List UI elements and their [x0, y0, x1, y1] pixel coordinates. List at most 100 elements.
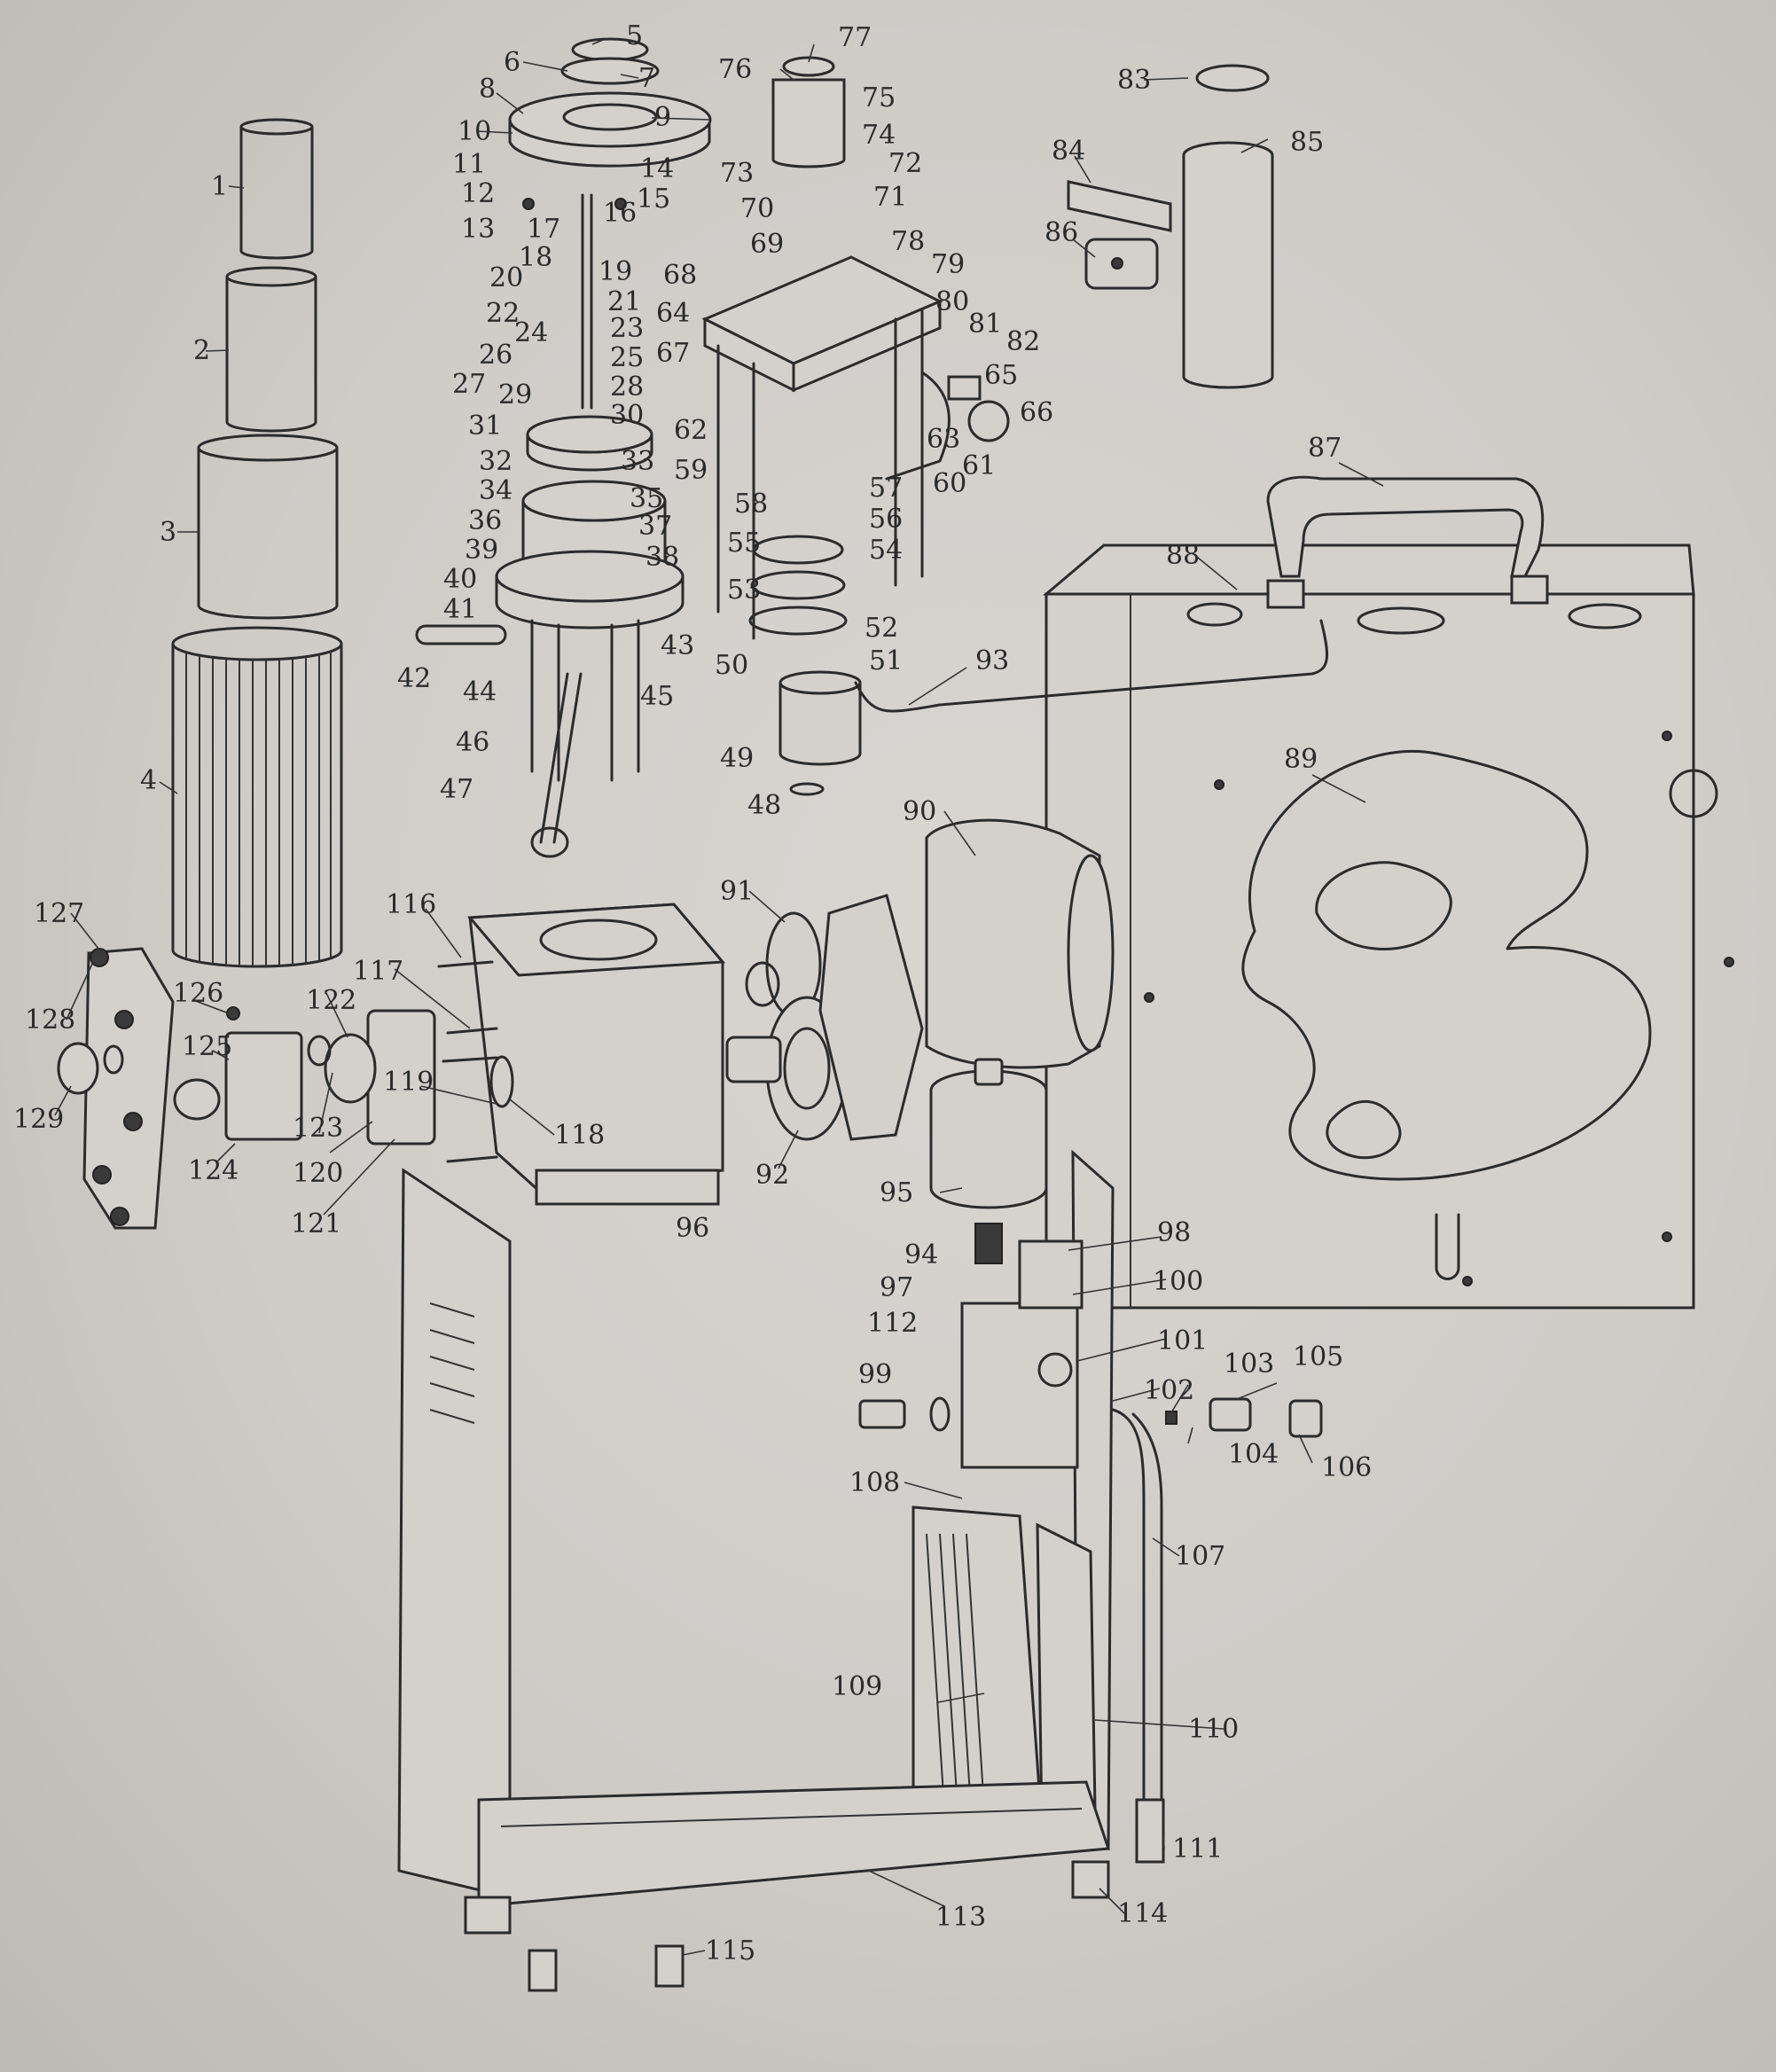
callout-2: 2: [193, 335, 210, 366]
callout-69: 69: [750, 229, 784, 260]
callout-90: 90: [903, 796, 936, 827]
oil-cup-assembly: [1067, 64, 1274, 389]
callout-24: 24: [514, 317, 548, 348]
callout-1: 1: [211, 171, 228, 202]
sleeve-2: [225, 266, 317, 433]
callout-84: 84: [1052, 136, 1085, 167]
motor-90: [925, 818, 1115, 1069]
callout-80: 80: [935, 286, 969, 317]
callout-73: 73: [720, 158, 754, 189]
callout-114: 114: [1117, 1898, 1168, 1929]
callout-59: 59: [674, 455, 708, 486]
callout-25: 25: [610, 342, 644, 373]
callout-64: 64: [656, 298, 690, 329]
callout-112: 112: [867, 1308, 918, 1339]
callout-32: 32: [479, 446, 512, 477]
callout-30: 30: [610, 400, 644, 431]
callout-74: 74: [862, 120, 896, 151]
manifold-112: [858, 1239, 1084, 1469]
callout-23: 23: [610, 313, 644, 344]
callout-49: 49: [720, 743, 754, 774]
callout-127: 127: [34, 898, 84, 929]
fitting-103-106: [1165, 1397, 1323, 1438]
callout-108: 108: [849, 1467, 900, 1498]
hose-107: [1111, 1408, 1165, 1864]
callout-78: 78: [891, 226, 925, 257]
callout-106: 106: [1321, 1452, 1372, 1483]
callout-97: 97: [880, 1272, 913, 1303]
housing-3: [197, 434, 339, 620]
callout-75: 75: [862, 82, 896, 113]
block-124: [173, 1006, 303, 1141]
callout-85: 85: [1290, 127, 1324, 158]
callout-58: 58: [734, 489, 768, 520]
gear-housing: [818, 894, 924, 1141]
callout-100: 100: [1153, 1266, 1203, 1297]
callout-35: 35: [630, 483, 663, 514]
callout-54: 54: [869, 535, 903, 566]
callout-110: 110: [1188, 1714, 1239, 1745]
callout-10: 10: [458, 116, 491, 147]
callout-51: 51: [869, 645, 903, 676]
callout-86: 86: [1044, 217, 1078, 248]
callout-29: 29: [498, 379, 532, 410]
callout-65: 65: [984, 360, 1018, 391]
callout-111: 111: [1172, 1834, 1223, 1865]
callout-79: 79: [931, 249, 965, 280]
callout-55: 55: [727, 528, 761, 559]
callout-125: 125: [182, 1031, 232, 1062]
pump-body-96: [437, 903, 726, 1206]
callout-98: 98: [1157, 1217, 1191, 1248]
callout-48: 48: [747, 790, 781, 821]
callout-70: 70: [740, 193, 774, 224]
callout-107: 107: [1175, 1541, 1225, 1572]
callout-42: 42: [397, 663, 431, 694]
callout-115: 115: [705, 1935, 755, 1966]
chassis-panel: [1042, 543, 1734, 1310]
callout-20: 20: [489, 262, 523, 293]
callout-88: 88: [1166, 540, 1200, 571]
callout-119: 119: [383, 1067, 434, 1098]
callout-83: 83: [1117, 65, 1151, 96]
callout-46: 46: [456, 727, 489, 758]
tube-93: [854, 619, 1329, 713]
callout-96: 96: [676, 1213, 709, 1244]
callout-56: 56: [869, 504, 903, 535]
callout-71: 71: [873, 182, 907, 213]
coupling-120: [307, 1009, 436, 1145]
leader-lines: [54, 39, 1384, 1956]
callout-50: 50: [715, 650, 748, 681]
callout-128: 128: [25, 1005, 75, 1036]
end-cover-127: [57, 947, 175, 1230]
callout-76: 76: [718, 54, 752, 85]
callout-39: 39: [465, 535, 498, 566]
callout-3: 3: [160, 517, 176, 548]
callout-117: 117: [353, 956, 403, 987]
callout-89: 89: [1284, 744, 1318, 775]
callout-9: 9: [654, 102, 671, 133]
callout-15: 15: [637, 184, 670, 215]
callout-101: 101: [1157, 1325, 1208, 1357]
callout-113: 113: [935, 1902, 986, 1933]
callout-17: 17: [527, 214, 560, 245]
callout-99: 99: [858, 1359, 892, 1390]
side-panel: [397, 1168, 512, 1899]
callout-5: 5: [626, 20, 643, 51]
callout-labels: 1 2 3 4 5 6 7 8 9 10 11 12 13 14 15 16 1…: [13, 20, 1372, 1966]
callout-72: 72: [888, 148, 922, 179]
callout-104: 104: [1228, 1439, 1279, 1470]
callout-11: 11: [452, 149, 486, 180]
callout-129: 129: [13, 1104, 64, 1135]
callout-63: 63: [927, 424, 960, 455]
base-frame-113: [464, 1780, 1111, 1992]
callout-66: 66: [1020, 397, 1053, 428]
callout-118: 118: [554, 1120, 605, 1151]
callout-28: 28: [610, 371, 644, 403]
callout-13: 13: [461, 214, 495, 245]
callout-37: 37: [638, 511, 672, 542]
callout-105: 105: [1293, 1341, 1343, 1372]
callout-116: 116: [386, 889, 436, 920]
callout-95: 95: [880, 1177, 913, 1208]
callout-67: 67: [656, 338, 690, 369]
